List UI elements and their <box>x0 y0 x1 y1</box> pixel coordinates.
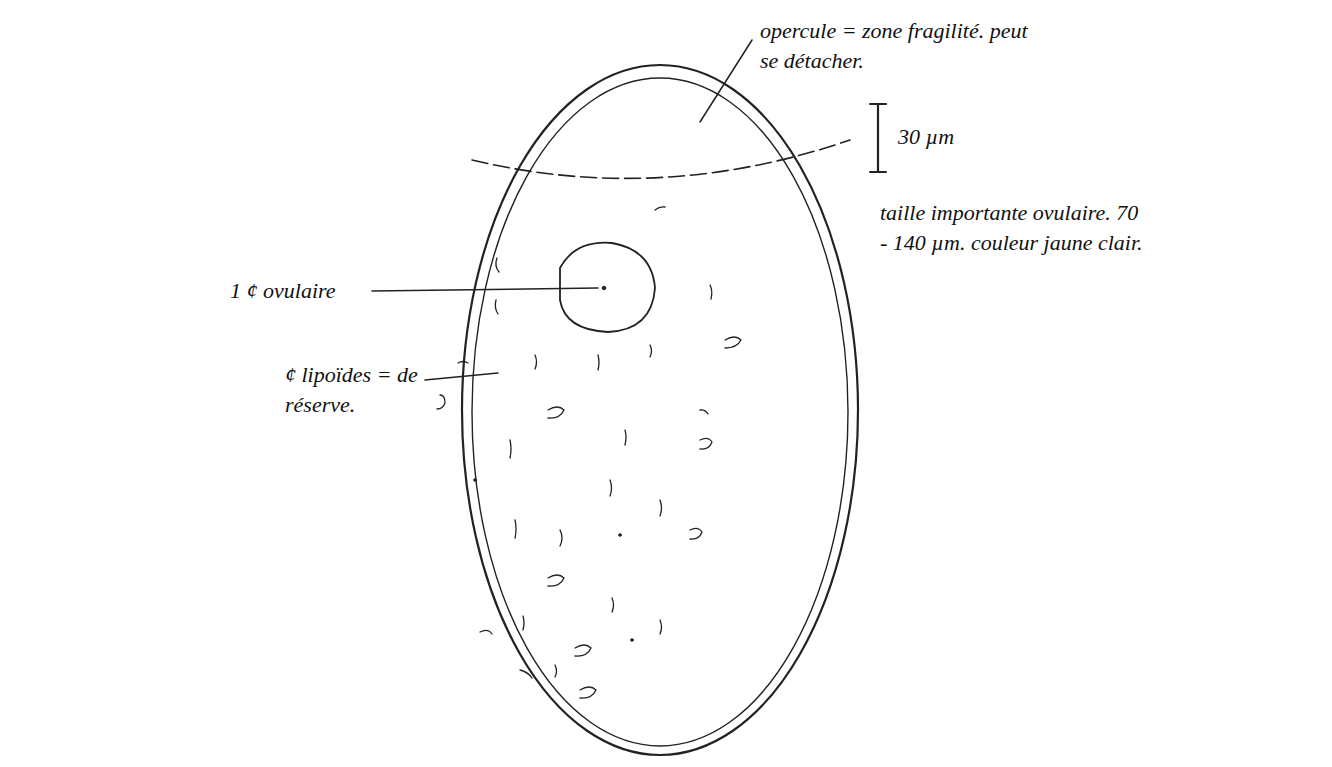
part-name: ¢ lipoïdes = de réserve. <box>285 360 420 420</box>
part-name: 1 ¢ ovulaire <box>230 276 380 306</box>
size-note: taille importante ovulaire. 70 - 140 µm.… <box>880 198 1145 258</box>
operculum-note: opercule = zone fragilité. peut se détac… <box>760 16 1040 76</box>
scale-label: 30 µm <box>898 122 1038 152</box>
